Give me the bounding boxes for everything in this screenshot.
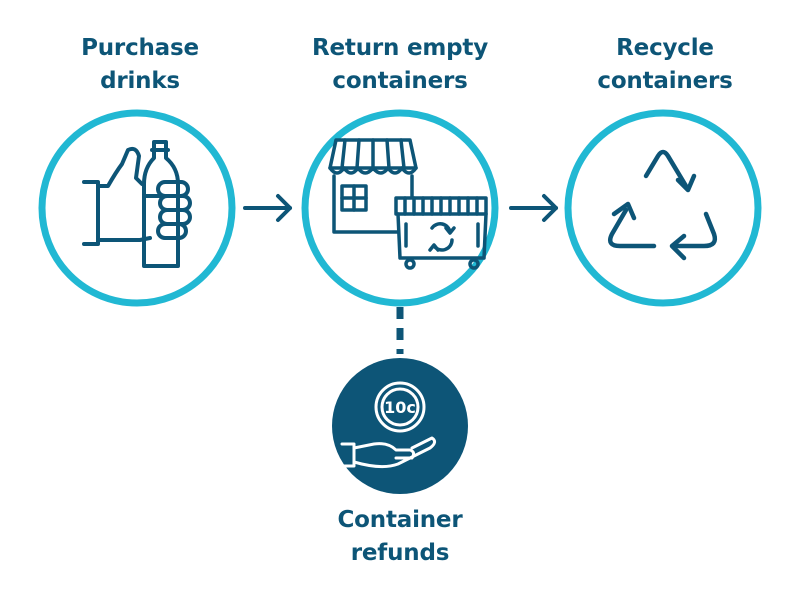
recycle-icon (608, 149, 718, 261)
hand-holding-bottle-icon (82, 140, 192, 268)
step-recycle-ring (564, 109, 762, 307)
arrow-purchase-to-return (243, 194, 292, 222)
step-recycle-line-1: Recycle (616, 35, 714, 61)
step-purchase-label: Purchase drinks (40, 32, 240, 98)
step-recycle-line-2: containers (597, 68, 733, 94)
refund-line-2: refunds (350, 540, 450, 566)
shop-and-bin-icon (328, 138, 488, 270)
coin-outer (374, 381, 426, 433)
hand-with-coin-icon (340, 381, 437, 469)
step-recycle-label: Recycle containers (555, 32, 775, 98)
step-purchase-node (38, 109, 236, 307)
refund-line-1: Container (337, 507, 463, 533)
step-purchase-line-1: Purchase (81, 35, 199, 61)
step-return-line-1: Return empty (311, 35, 489, 61)
step-return-ring (301, 109, 499, 307)
coin-inner (380, 387, 420, 427)
refund-label: Container refunds (290, 504, 510, 570)
step-return-node (301, 109, 499, 307)
coin-value: 10c (384, 398, 416, 417)
arrow-return-to-recycle (509, 194, 558, 222)
step-purchase-line-2: drinks (100, 68, 180, 94)
refund-node: 10c (332, 358, 468, 494)
step-purchase-ring (38, 109, 236, 307)
step-return-label: Return empty containers (280, 32, 520, 98)
step-recycle-node (564, 109, 762, 307)
step-return-line-2: containers (332, 68, 468, 94)
